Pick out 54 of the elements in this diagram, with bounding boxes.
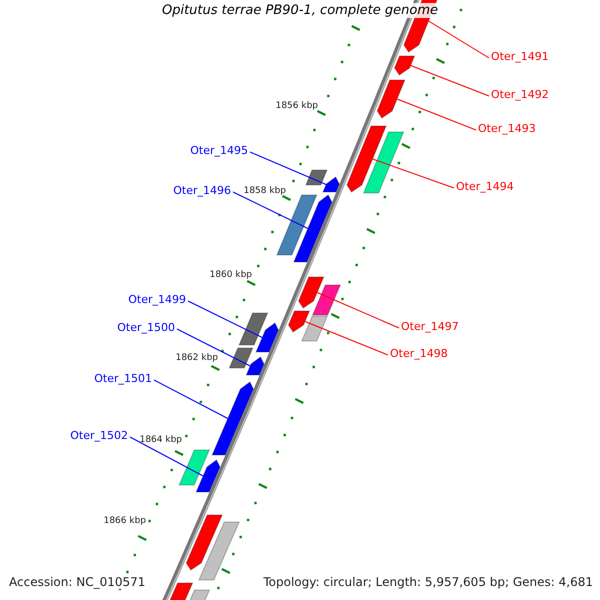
gene-block: [362, 132, 404, 194]
gene-label: Oter_1500: [117, 321, 175, 335]
gene-block: [376, 80, 406, 119]
gene-label: Oter_1494: [456, 180, 514, 194]
gene-label: Oter_1501: [94, 372, 152, 386]
scale-label: 1866 kbp: [104, 515, 146, 528]
gene-label: Oter_1496: [173, 184, 231, 198]
gene-label: Oter_1495: [190, 144, 248, 158]
gene-block: [312, 284, 342, 316]
gene-label: Oter_1491: [491, 50, 549, 64]
leader-line: [410, 65, 490, 96]
scale-label: 1858 kbp: [244, 185, 286, 198]
gene-block: [255, 322, 279, 352]
leader-line: [304, 321, 388, 356]
scale-label: 1856 kbp: [276, 100, 318, 113]
gene-block: [394, 56, 416, 76]
gene-block: [246, 356, 265, 376]
leader-line: [232, 192, 308, 229]
gene-label: Oter_1498: [390, 347, 448, 361]
gene-block: [305, 170, 328, 186]
scale-label: 1862 kbp: [176, 352, 218, 365]
gene-block: [298, 276, 324, 309]
accession-text: Accession: NC_010571: [9, 575, 146, 589]
gene-block: [322, 176, 340, 192]
gene-block: [198, 522, 240, 580]
title: Opitutus terrae PB90-1, complete genome: [162, 3, 438, 18]
leader-line: [188, 300, 263, 338]
gene-label: Oter_1492: [491, 88, 549, 102]
leader-line: [396, 98, 476, 130]
leader-line: [372, 158, 454, 188]
leader-line: [176, 328, 251, 366]
gene-block: [238, 312, 268, 346]
leader-line: [154, 380, 228, 419]
scale-label: 1864 kbp: [140, 434, 182, 447]
gene-block: [276, 194, 318, 256]
gene-label: Oter_1499: [128, 293, 186, 307]
gene-block: [211, 381, 254, 456]
gene-block: [301, 316, 328, 342]
gene-block: [195, 459, 221, 492]
leader-line: [130, 436, 204, 476]
genome-summary: Topology: circular; Length: 5,957,605 bp; Genes: 4,681: [263, 575, 593, 589]
gene-label: Oter_1493: [478, 122, 536, 136]
gene-block: [346, 126, 387, 193]
leader-line: [250, 152, 327, 185]
gene-block: [186, 514, 223, 571]
gene-label: Oter_1502: [70, 429, 128, 443]
gene-block: [228, 348, 254, 368]
scale-label: 1860 kbp: [210, 269, 252, 282]
gene-block: [288, 310, 310, 333]
gene-label: Oter_1497: [401, 320, 459, 334]
leader-line: [428, 20, 490, 58]
gene-block: [293, 194, 332, 262]
leader-line: [316, 292, 400, 328]
gene-block: [178, 450, 210, 486]
